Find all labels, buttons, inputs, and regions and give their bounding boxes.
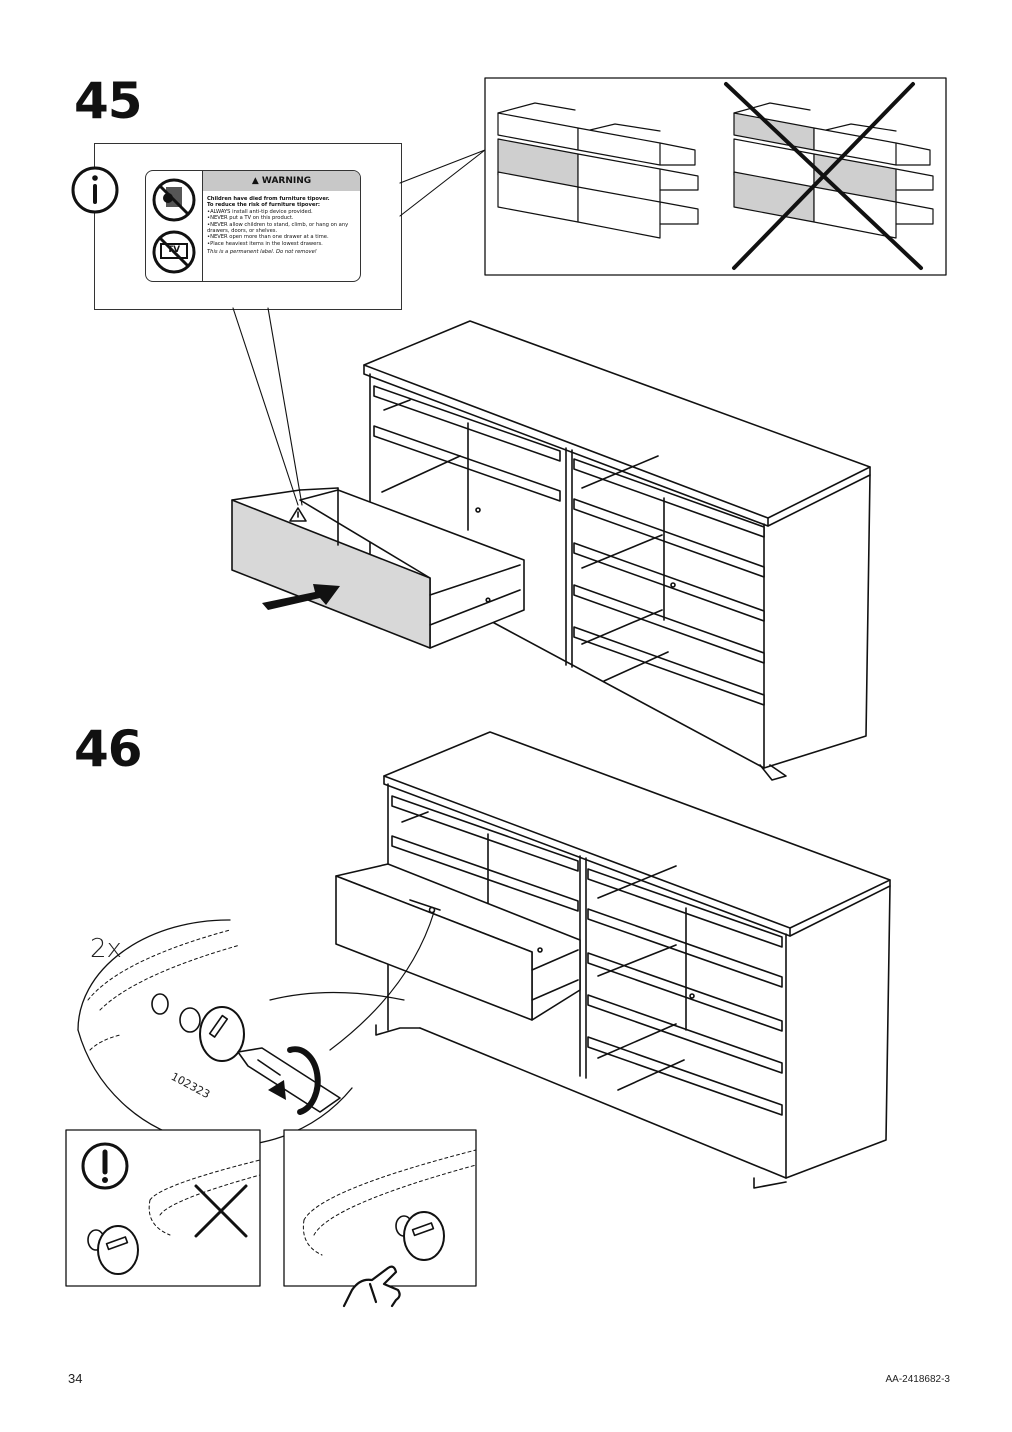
no-tv-icon-text: TV xyxy=(167,245,181,255)
warning-bullet: Place heaviest items in the lowest drawe… xyxy=(207,241,357,247)
hand-pointer-icon xyxy=(342,1265,401,1308)
screw-icon xyxy=(395,1211,445,1261)
exclamation-icon xyxy=(81,1142,129,1190)
warning-label: TV ▲ WARNING Children have died from fur… xyxy=(145,170,361,282)
info-icon xyxy=(71,166,119,214)
warning-bullet-list: ALWAYS install anti-tip device provided.… xyxy=(207,209,357,247)
drawer-step-45 xyxy=(231,487,525,649)
warning-triangle-icon xyxy=(289,507,307,522)
no-climb-icon xyxy=(152,178,196,274)
page-number: 34 xyxy=(68,1371,83,1386)
warning-triangle-icon: ▲ xyxy=(251,176,259,186)
warning-heading-text: WARNING xyxy=(261,176,312,186)
warning-pictograms: TV xyxy=(146,171,203,281)
warning-permanent-note: This is a permanent label. Do not remove… xyxy=(207,249,317,256)
warning-heading: ▲ WARNING xyxy=(203,171,360,191)
warning-bullet: NEVER put a TV on this product. xyxy=(207,215,357,221)
cross-mark-icon xyxy=(724,82,923,270)
cross-mark-icon xyxy=(194,1184,248,1238)
warning-bullet: ALWAYS install anti-tip device provided. xyxy=(207,209,357,215)
screwdriver-icon xyxy=(237,1047,341,1113)
incorrect-panel xyxy=(65,1129,261,1287)
warning-body: Children have died from furniture tipove… xyxy=(207,196,357,256)
step-number-46: 46 xyxy=(74,720,143,778)
warning-headline-2: To reduce the risk of furniture tipover: xyxy=(207,202,321,209)
dresser-step-46 xyxy=(375,731,891,1189)
drawer-comparison-correct xyxy=(497,102,699,239)
warning-bullet: NEVER open more than one drawer at a tim… xyxy=(207,234,357,240)
correct-panel xyxy=(283,1129,477,1308)
dresser-step-45 xyxy=(363,320,871,781)
info-leader-lines xyxy=(232,307,303,506)
document-code: AA-2418682-3 xyxy=(885,1374,951,1385)
screw-icon xyxy=(179,1006,245,1062)
warning-bullet: NEVER allow children to stand, climb, or… xyxy=(207,222,357,235)
step-number-45: 45 xyxy=(74,72,143,130)
warning-headline-1: Children have died from furniture tipove… xyxy=(207,196,330,202)
rotate-arrow-icon xyxy=(268,1046,321,1115)
screw-detail-callout xyxy=(77,911,435,1147)
quantity-label: 2x xyxy=(90,934,122,964)
screw-icon xyxy=(87,1225,139,1275)
push-arrow-icon xyxy=(262,584,340,610)
drawer-step-46 xyxy=(335,863,581,1021)
